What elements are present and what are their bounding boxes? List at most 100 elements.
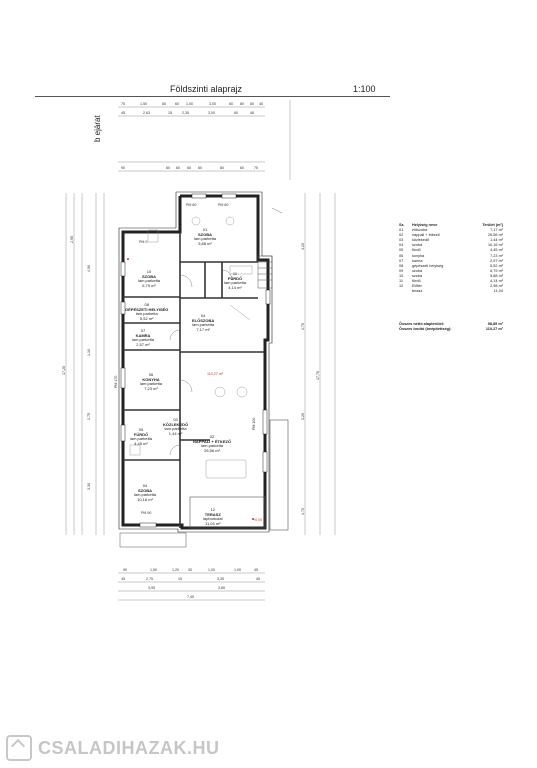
pm-mark: PM 100 [252,417,256,430]
dim-left-2: 4,00 [87,265,91,272]
red-markers [127,258,254,520]
dim-top1-1: 1,50 [140,102,147,106]
pm-mark: PM 90 [141,511,152,515]
pm-mark: PM 0 [139,240,148,244]
dim-top3-6: 60 [240,166,244,170]
dim-bottom2-1: 2,75 [146,577,153,581]
dim-left-0: 17,20 [62,366,66,375]
dim-top1-7: 80 [240,102,244,106]
dim-bottom1-5: 1,00 [234,568,241,572]
north-label: b ejárat [93,115,102,142]
dim-left-1: 2,95 [70,236,74,243]
dim-top2-2: 15 [168,111,172,115]
dim-bottom3-1: 3,80 [218,586,225,590]
dim-top2-6: 48 [250,111,254,115]
house-icon [6,735,32,761]
dim-bottom1-4: 1,00 [208,568,215,572]
dim-right-3: 3,20 [301,413,305,420]
dim-bottom1-1: 1,50 [150,568,157,572]
section-marker [271,207,283,214]
dim-top3-2: 60 [176,166,180,170]
level-mark: +0,00 [253,518,263,522]
entrance-steps [119,255,273,548]
watermark: CSALADIHAZAK.HU [6,735,246,761]
dim-bottom3-0: 3,95 [148,586,155,590]
dim-right-4: 1,70 [301,508,305,515]
dim-left-3: 1,10 [87,349,91,356]
dim-bottom2-0: 45 [121,577,125,581]
dim-top2-5: 60 [234,111,238,115]
pm-mark: PM 170 [114,375,118,388]
dim-bottom2-4: 45 [256,577,260,581]
dim-bottom1-2: 1,20 [172,568,179,572]
dim-bottom2-2: 15 [178,577,182,581]
dim-top3-4: 60 [198,166,202,170]
dim-bottom4: 7,45 [187,595,194,599]
dim-top2-0: 45 [121,111,125,115]
dim-top1-8: 60 [250,102,254,106]
dim-top1-2: 60 [162,102,166,106]
terrace-outline [189,419,289,531]
plan-scale: 1:100 [353,84,376,94]
dim-top3-1: 60 [166,166,170,170]
net-area-row: Összes nettó alapterület:98,89 m² [399,322,503,327]
gross-area-row: Összes bruttó (beépítettség):110,27 m² [399,327,503,332]
brand-text: CSALADIHAZAK.HU [38,737,220,758]
dim-top1-4: 1,00 [186,102,193,106]
dim-left-4: 2,75 [87,413,91,420]
door-swings [169,269,233,456]
dim-top3-0: 90 [121,166,125,170]
dim-top2-1: 2,63 [143,111,150,115]
windows [120,193,271,528]
dim-bottom1-6: 45 [254,568,258,572]
fixtures [129,216,253,479]
dim-top1-3: 60 [175,102,179,106]
dim-top1-0: 75 [121,102,125,106]
dimension-lines [65,100,336,601]
dim-bottom1-3: 30 [188,568,192,572]
dim-bottom1-0: 90 [123,568,127,572]
dim-right-1: 3,20 [301,243,305,250]
dim-top1-5: 3,00 [209,102,216,106]
dim-right-0: 17,70 [316,371,320,380]
pm-mark: PM 80 [218,203,229,207]
dim-top3-5: 80 [220,166,224,170]
dim-top3-7: 75 [254,166,258,170]
title-rule [35,96,390,97]
dim-top3-3: 60 [187,166,191,170]
dim-right-2: 2,75 [301,323,305,330]
dim-bottom2-3: 3,35 [217,577,224,581]
plan-title: Földszinti alaprajz [170,84,243,94]
dim-top1-6: 60 [229,102,233,106]
dim-top2-3: 2,35 [182,111,189,115]
area-mark: 110,27 m² [207,372,223,376]
dim-top2-4: 3,00 [208,111,215,115]
dim-left-5: 3,30 [87,483,91,490]
